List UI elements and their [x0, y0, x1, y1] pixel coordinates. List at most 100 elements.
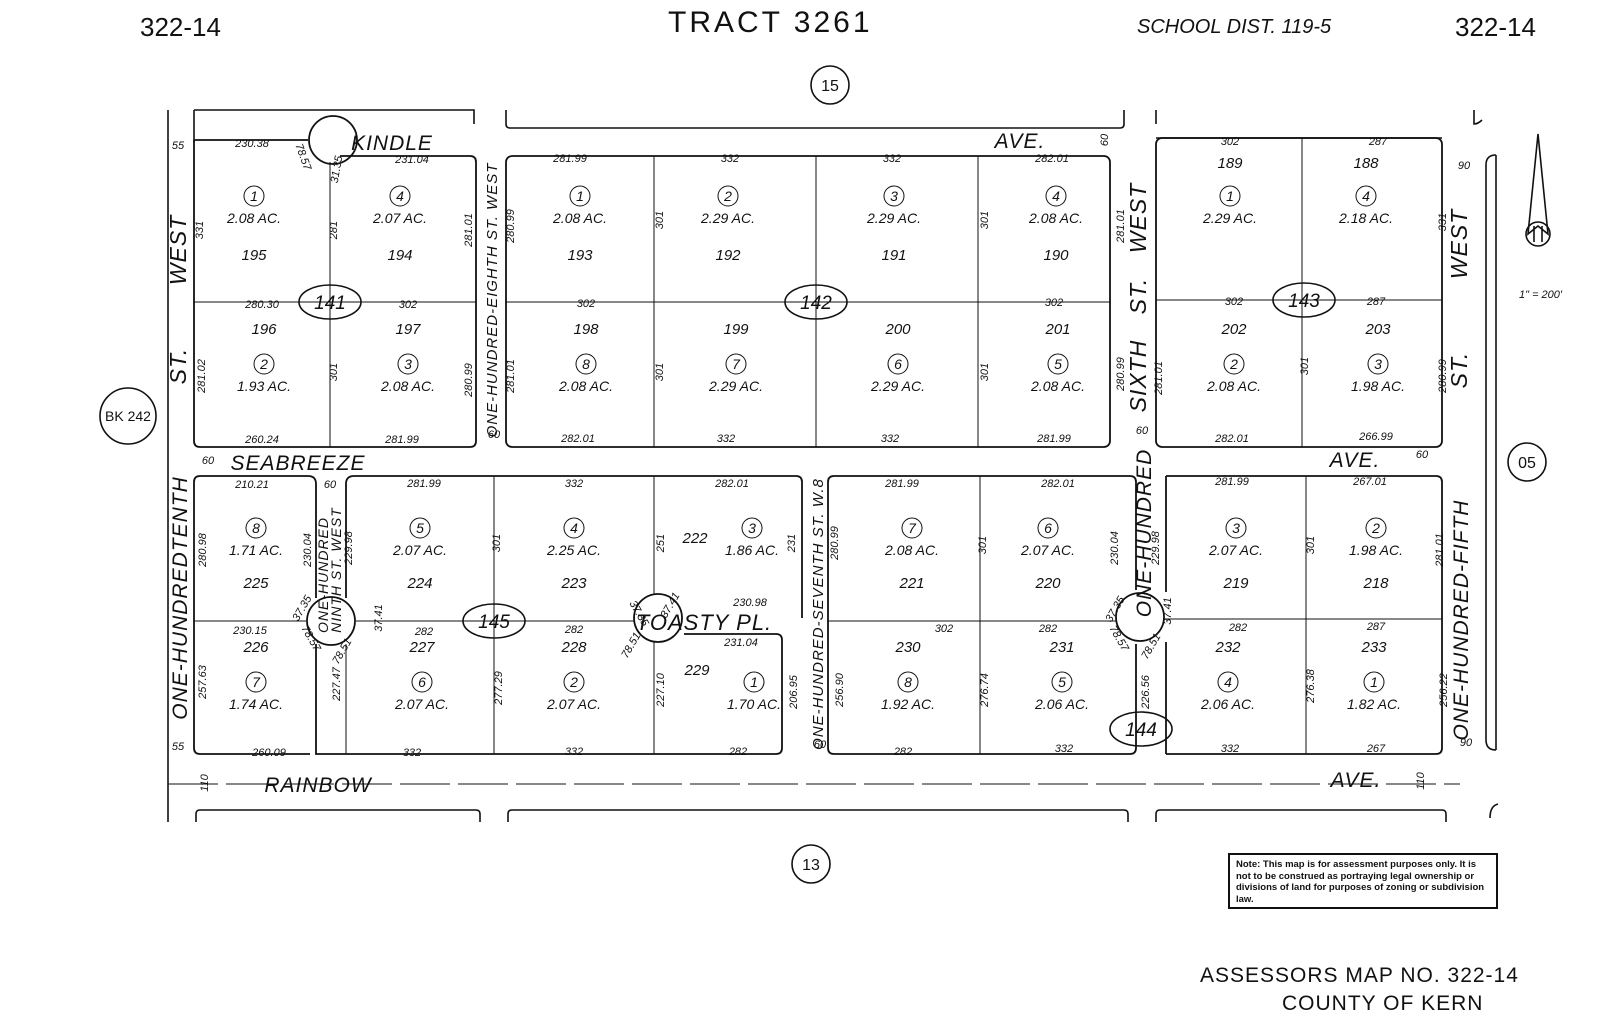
lot-number: 233: [1360, 639, 1387, 656]
lot-number: 193: [567, 247, 593, 264]
parcel-number: 1: [750, 674, 758, 690]
north-arrow-icon: 1" = 200': [1519, 133, 1563, 301]
dimension-label: 229.98: [1150, 530, 1162, 566]
lot-number: 225: [242, 575, 269, 592]
dimension-label: 281.01: [505, 359, 517, 394]
parcel-number-circle: [1367, 353, 1389, 375]
dimension-label: 282.01: [1040, 478, 1075, 490]
lot-number: 191: [881, 247, 906, 264]
parcel-number: 1: [250, 188, 258, 204]
dimension-label: 230.15: [232, 625, 268, 637]
dimension-label: 282.01: [1214, 433, 1249, 445]
dimension-label: 282: [893, 746, 912, 758]
street-name: AVE.: [1328, 449, 1381, 472]
lot-number: 200: [884, 321, 911, 338]
dimension-label: 281.99: [552, 153, 587, 165]
parcel-number: 5: [1054, 356, 1062, 372]
parcel-acreage: 1.98 AC.: [1349, 542, 1403, 558]
parcel-number: 6: [894, 356, 902, 372]
dimension-label: 267.01: [1352, 476, 1387, 488]
parcel-number: 5: [416, 520, 424, 536]
street-name: ONE-HUNDREDTENTH: [169, 476, 192, 720]
dimension-label: 276.74: [979, 673, 991, 708]
street-name: AVE.: [993, 130, 1046, 153]
parcel-acreage: 2.08 AC.: [1206, 378, 1261, 394]
street-name: RAINBOW: [264, 774, 373, 797]
parcel-acreage: 2.06 AC.: [1034, 696, 1089, 712]
block-outlines: [193, 115, 1443, 755]
parcel-number-circle: [245, 517, 267, 539]
dimension-label: 302: [1225, 296, 1243, 308]
block-ellipse: [1272, 282, 1336, 318]
dimension-label: 282: [1228, 622, 1247, 634]
dimension-label: 229.98: [343, 530, 355, 566]
dimension-label: 301: [654, 211, 666, 229]
dimension-label: 110: [1415, 771, 1427, 789]
dimension-label: 256.90: [834, 672, 846, 708]
parcel-acreage: 2.25 AC.: [546, 542, 601, 558]
school-district: SCHOOL DIST. 119-5: [1137, 16, 1332, 38]
lot-number: 197: [395, 321, 421, 338]
street-name: AVE.: [1329, 769, 1382, 792]
parcel-number: 4: [1052, 188, 1060, 204]
dimension-label: 60: [1416, 449, 1429, 461]
street-name: NINTH ST. WEST: [328, 507, 344, 633]
parcel-number-circle: [1047, 353, 1069, 375]
dimension-label: 55: [172, 741, 185, 753]
dimension-label: 257.63: [197, 664, 209, 700]
dimension-label: 60: [814, 739, 827, 751]
dimension-label: 110: [199, 773, 211, 791]
parcel-acreage: 2.29 AC.: [1202, 210, 1257, 226]
dimension-label: 301: [979, 363, 991, 381]
dimension-label: 280.98: [197, 532, 209, 568]
street-name: WEST: [165, 214, 191, 285]
parcel-number: 3: [404, 356, 412, 372]
parcel-number-circle: [575, 353, 597, 375]
parcel-acreage: 1.71 AC.: [229, 542, 283, 558]
dimension-label: 281.99: [406, 478, 441, 490]
parcel-number-circle: [1217, 671, 1239, 693]
street-name: SEABREEZE: [230, 452, 365, 475]
street-name: WEST: [1125, 182, 1151, 253]
block-ellipse: [784, 284, 848, 320]
dimension-label: 230.04: [302, 533, 314, 568]
parcel-number: 3: [748, 520, 756, 536]
dimension-label: 90: [1460, 737, 1473, 749]
dimension-label: 280.30: [244, 299, 280, 311]
page-number-left: 322-14: [140, 12, 221, 42]
parcel-acreage: 2.08 AC.: [1030, 378, 1085, 394]
dimension-label: 281.99: [384, 434, 419, 446]
dimension-label: 78.51: [1139, 632, 1163, 662]
dimension-label: 301: [977, 536, 989, 554]
lot-number: 201: [1044, 321, 1070, 338]
parcel-number: 6: [418, 674, 426, 690]
parcel-number-circle: [887, 353, 909, 375]
lot-number: 190: [1043, 247, 1069, 264]
dimension-label: 302: [1045, 297, 1063, 309]
street-name: ONE-HUNDRED-FIFTH: [1450, 500, 1473, 741]
dimension-label: 276.38: [1305, 668, 1317, 704]
page-ref-north: 15: [821, 78, 839, 95]
lot-number: 223: [560, 575, 587, 592]
dimension-label: 282: [728, 746, 747, 758]
lot-number: 203: [1364, 321, 1391, 338]
parcel-number: 2: [1371, 520, 1380, 536]
parcel-acreage: 1.70 AC.: [727, 696, 781, 712]
parcel-number-circle: [1219, 185, 1241, 207]
page-ref-west: BK 242: [105, 408, 151, 424]
dimension-label: 281.01: [463, 213, 475, 248]
dimension-label: 282.01: [560, 433, 595, 445]
parcel-number: 6: [1044, 520, 1052, 536]
dimension-label: 210.21: [234, 479, 269, 491]
parcel-number-circle: [563, 671, 585, 693]
dimension-label: 55: [172, 140, 185, 152]
dimension-label: 282.01: [1034, 153, 1069, 165]
parcel-number: 1: [1226, 188, 1234, 204]
lot-number: 198: [573, 321, 599, 338]
lot-number: 231: [1048, 639, 1074, 656]
parcel-acreage: 2.07 AC.: [394, 696, 449, 712]
lot-number: 221: [898, 575, 924, 592]
